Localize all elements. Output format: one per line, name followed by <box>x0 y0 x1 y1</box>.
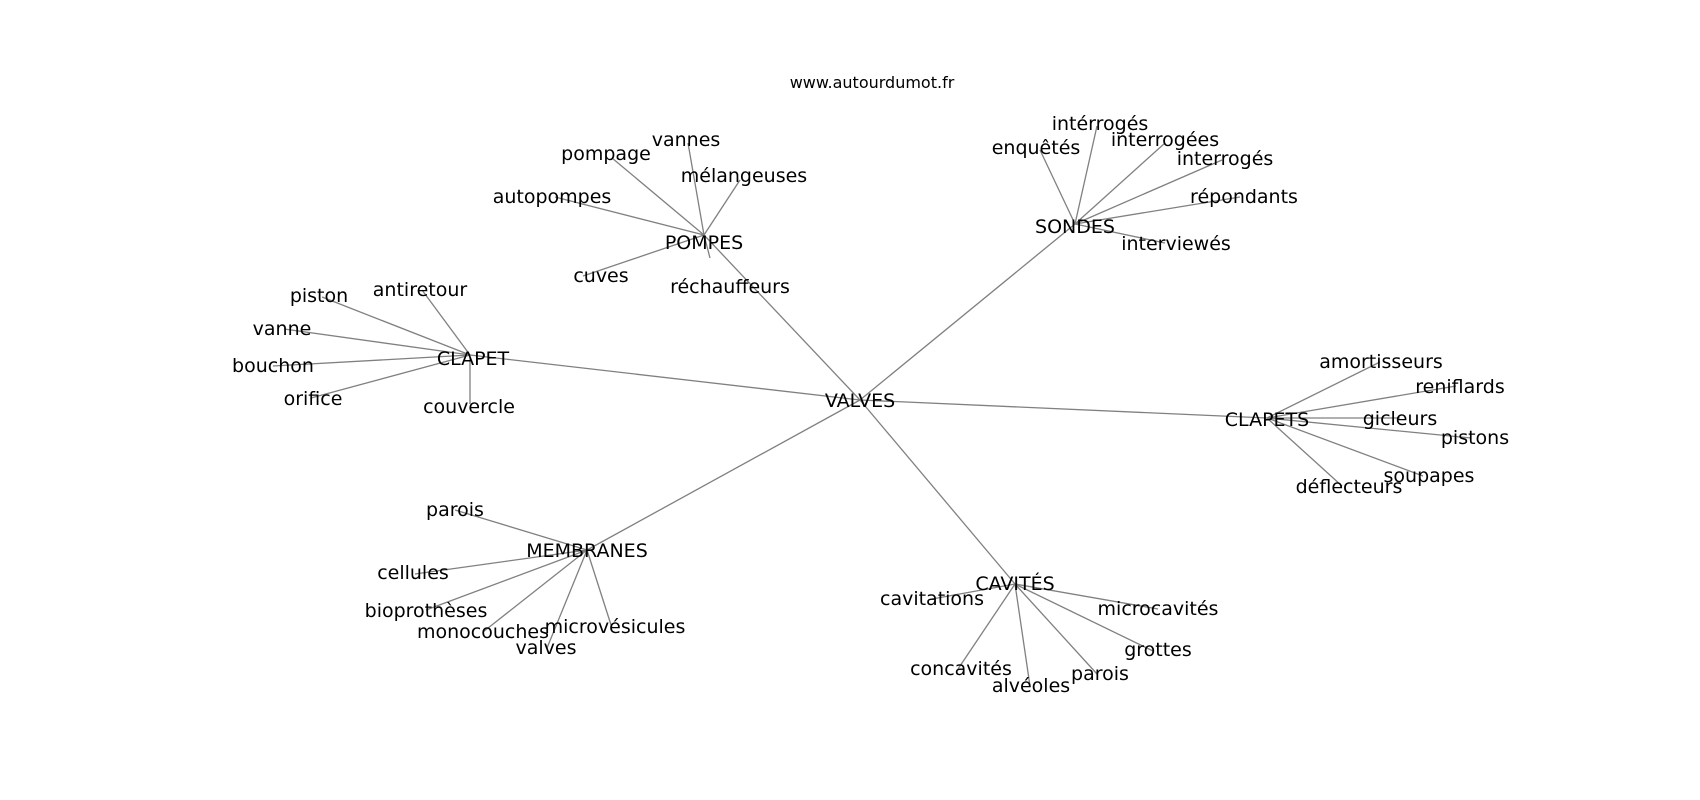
edge-line <box>703 234 861 401</box>
site-url: www.autourdumot.fr <box>790 73 955 92</box>
leaf-word: mélangeuses <box>681 165 807 187</box>
leaf-word: interviewés <box>1121 233 1231 255</box>
edge-line <box>1074 196 1241 225</box>
leaf-word: soupapes <box>1384 465 1475 487</box>
edge-line <box>1266 417 1424 477</box>
leaf-word: autopompes <box>493 186 612 208</box>
edge-line <box>1266 361 1381 419</box>
edge-line <box>1014 583 1098 675</box>
leaf-word: parois <box>426 499 484 521</box>
edge-line <box>687 142 705 236</box>
hub-word: SONDES <box>1035 216 1115 238</box>
leaf-word: bouchon <box>232 355 314 377</box>
hub-word: CAVITÉS <box>975 572 1054 595</box>
leaf-word: antiretour <box>373 279 468 301</box>
leaf-word: intérrogés <box>1052 113 1149 135</box>
leaf-word: déflecteurs <box>1296 476 1403 498</box>
edge-line <box>469 354 861 401</box>
edge-line <box>1014 583 1159 610</box>
leaf-word: vannes <box>652 129 721 151</box>
edge-line <box>931 583 1016 600</box>
edge-line <box>611 157 705 236</box>
edge-line <box>957 583 1016 670</box>
leaf-word: monocouches <box>417 621 549 643</box>
edge-line <box>1266 417 1472 439</box>
edge-line <box>414 549 588 575</box>
leaf-word: pistons <box>1441 427 1509 449</box>
leaf-word: reniflards <box>1415 376 1504 398</box>
edge-line <box>1074 142 1166 225</box>
edge-line <box>554 196 705 236</box>
hub-word: CLAPETS <box>1225 409 1309 431</box>
hub-word: POMPES <box>665 232 743 254</box>
leaf-word: piston <box>290 285 348 307</box>
leaf-word: microcavités <box>1098 598 1219 620</box>
labels: www.autourdumot.fr VALVES POMPES pompage… <box>232 73 1509 697</box>
edge-line <box>586 399 861 551</box>
edge-line <box>859 399 1016 585</box>
leaf-word: orifice <box>284 388 343 410</box>
edge-line <box>1266 385 1457 419</box>
edge-line <box>859 223 1076 401</box>
edge-line <box>310 354 471 399</box>
edge-line <box>586 549 613 629</box>
edge-line <box>272 354 471 367</box>
leaf-word: amortisseurs <box>1319 351 1443 373</box>
edges <box>272 125 1472 687</box>
edge-line <box>703 179 741 236</box>
edge-line <box>454 509 588 551</box>
leaf-word: valves <box>516 637 577 659</box>
edge-line <box>482 549 588 633</box>
leaf-word: grottes <box>1124 639 1192 661</box>
edge-line <box>546 549 588 649</box>
leaf-word: gicleurs <box>1363 408 1438 430</box>
leaf-word: vanne <box>253 318 312 340</box>
edge-line <box>1074 125 1098 225</box>
leaf-word: répondants <box>1190 186 1298 208</box>
hub-word: MEMBRANES <box>526 540 648 562</box>
leaf-word: parois <box>1071 663 1129 685</box>
edge-line <box>1039 149 1076 225</box>
leaf-word: pompage <box>561 143 651 165</box>
edge-line <box>1266 417 1343 487</box>
edge-line <box>859 399 1268 419</box>
edge-line <box>425 549 588 611</box>
leaf-word: cellules <box>377 562 449 584</box>
root-word: VALVES <box>825 390 895 412</box>
leaf-word: réchauffeurs <box>670 276 790 298</box>
leaf-word: bioprothèses <box>365 600 488 622</box>
edge-line <box>1074 223 1166 244</box>
leaf-word: concavités <box>910 658 1012 680</box>
leaf-word: alvéoles <box>992 675 1070 697</box>
leaf-word: cuves <box>573 265 628 287</box>
edge-line <box>321 296 471 356</box>
hub-word: CLAPET <box>437 348 510 370</box>
leaf-word: couvercle <box>423 396 515 418</box>
leaf-word: cavitations <box>880 588 984 610</box>
leaf-word: enquêtés <box>992 137 1081 159</box>
leaf-word: microvésicules <box>545 616 686 638</box>
leaf-word: interrogés <box>1177 148 1274 170</box>
edge-line <box>1014 583 1154 652</box>
edge-line <box>582 234 705 277</box>
edge-line <box>1014 583 1031 687</box>
edge-line <box>421 289 471 356</box>
edge-line <box>703 234 711 259</box>
leaf-word: interrogées <box>1111 129 1219 151</box>
edge-line <box>283 328 471 356</box>
edge-line <box>1074 159 1223 225</box>
